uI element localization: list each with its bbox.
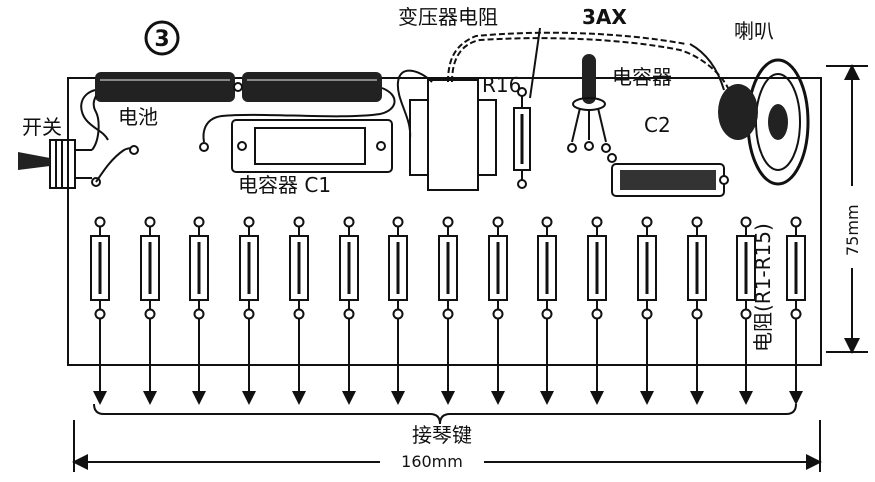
speaker bbox=[689, 43, 810, 186]
terminal-top bbox=[343, 216, 355, 228]
resistor-r12 bbox=[637, 216, 657, 405]
terminal-top bbox=[492, 216, 504, 228]
speaker-label: 喇叭 bbox=[734, 19, 774, 43]
terminal-top bbox=[293, 216, 305, 228]
resistor-r11 bbox=[587, 216, 607, 405]
switch bbox=[18, 95, 139, 189]
terminal-bottom bbox=[591, 308, 603, 320]
terminal-bottom bbox=[691, 308, 703, 320]
terminal-bottom bbox=[144, 308, 156, 320]
terminal-bottom bbox=[442, 308, 454, 320]
terminal-bottom bbox=[343, 308, 355, 320]
terminal-bottom bbox=[492, 308, 504, 320]
capacitor-c1-label: 电容器 C1 bbox=[238, 173, 331, 197]
resistor-r14 bbox=[736, 216, 756, 405]
switch-label: 开关 bbox=[22, 115, 62, 139]
resistor-r3 bbox=[189, 216, 209, 405]
terminal-bottom bbox=[790, 308, 802, 320]
resistors-label: 电阻(R1-R15) bbox=[751, 223, 775, 352]
terminal-bottom bbox=[243, 308, 255, 320]
capacitor-top-label: 电容器 bbox=[612, 65, 672, 89]
keys-label: 接琴键 bbox=[412, 423, 472, 447]
keys-brace bbox=[93, 403, 797, 425]
figure-number: 3 bbox=[144, 20, 180, 56]
terminal-top bbox=[740, 216, 752, 228]
terminal-bottom bbox=[641, 308, 653, 320]
resistor-r10 bbox=[537, 216, 557, 405]
battery bbox=[80, 72, 396, 152]
terminal-top bbox=[541, 216, 553, 228]
terminal-top bbox=[442, 216, 454, 228]
battery-label: 电池 bbox=[118, 105, 158, 129]
terminal-top bbox=[790, 216, 802, 228]
height-dimension-label: 75mm bbox=[843, 204, 862, 256]
resistor-r5 bbox=[289, 216, 309, 405]
terminal-top bbox=[243, 216, 255, 228]
transformer bbox=[396, 31, 729, 191]
terminal-bottom bbox=[392, 308, 404, 320]
resistor-r9 bbox=[488, 216, 508, 405]
terminal-top bbox=[591, 216, 603, 228]
terminal-top bbox=[94, 216, 106, 228]
width-dimension-label: 160mm bbox=[401, 452, 463, 471]
resistor-r15 bbox=[786, 216, 806, 405]
resistor-r13 bbox=[687, 216, 707, 405]
terminal-top bbox=[641, 216, 653, 228]
resistor-r2 bbox=[140, 216, 160, 405]
terminal-bottom bbox=[94, 308, 106, 320]
r16-label: R16 bbox=[482, 73, 521, 97]
terminal-top bbox=[691, 216, 703, 228]
terminal-bottom bbox=[293, 308, 305, 320]
width-dimension bbox=[72, 420, 822, 472]
resistor-r6 bbox=[339, 216, 359, 405]
circuit-board bbox=[67, 77, 822, 366]
resistor-r7 bbox=[388, 216, 408, 405]
terminal-top bbox=[193, 216, 205, 228]
resistor-r8 bbox=[438, 216, 458, 405]
c2-label: C2 bbox=[644, 113, 671, 137]
height-dimension bbox=[826, 64, 868, 354]
transistor-label: 3AX bbox=[582, 5, 627, 29]
terminal-top bbox=[392, 216, 404, 228]
capacitor-c1 bbox=[231, 119, 393, 173]
resistor-r1 bbox=[90, 216, 110, 405]
capacitor-c2 bbox=[607, 153, 729, 197]
resistor-r4 bbox=[239, 216, 259, 405]
svg-text:3: 3 bbox=[154, 27, 169, 52]
resistor-array bbox=[90, 216, 806, 405]
transformer-resistor-label: 变压器电阻 bbox=[398, 5, 498, 29]
terminal-bottom bbox=[541, 308, 553, 320]
resistor-r16 bbox=[513, 87, 531, 189]
terminal-bottom bbox=[193, 308, 205, 320]
terminal-top bbox=[144, 216, 156, 228]
terminal-bottom bbox=[740, 308, 752, 320]
transistor bbox=[567, 54, 611, 153]
